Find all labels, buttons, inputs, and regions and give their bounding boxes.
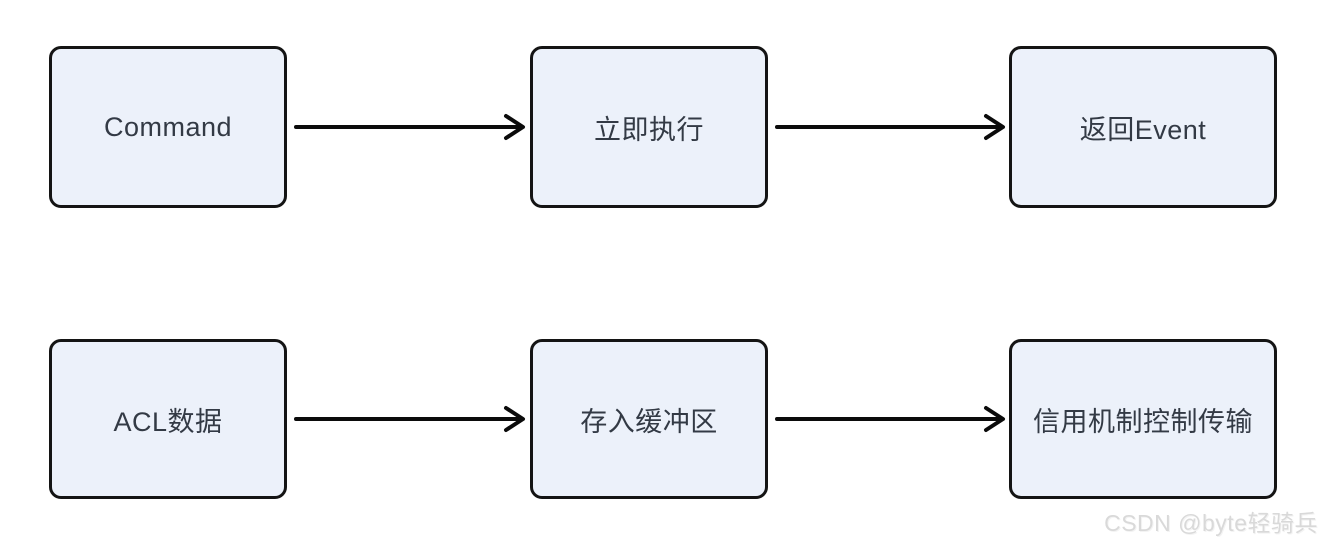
arrow-execute-to-event xyxy=(775,114,1005,140)
csdn-watermark: CSDN @byte轻骑兵 xyxy=(1104,510,1318,536)
arrow-acl-to-buffer xyxy=(294,406,525,432)
node-return-event: 返回Event xyxy=(1009,46,1277,208)
node-execute-immediately: 立即执行 xyxy=(530,46,768,208)
node-command: Command xyxy=(49,46,287,208)
node-store-buffer: 存入缓冲区 xyxy=(530,339,768,499)
node-credit-control-transfer: 信用机制控制传输 xyxy=(1009,339,1277,499)
node-acl-data: ACL数据 xyxy=(49,339,287,499)
arrow-buffer-to-credit xyxy=(775,406,1005,432)
arrow-command-to-execute xyxy=(294,114,525,140)
